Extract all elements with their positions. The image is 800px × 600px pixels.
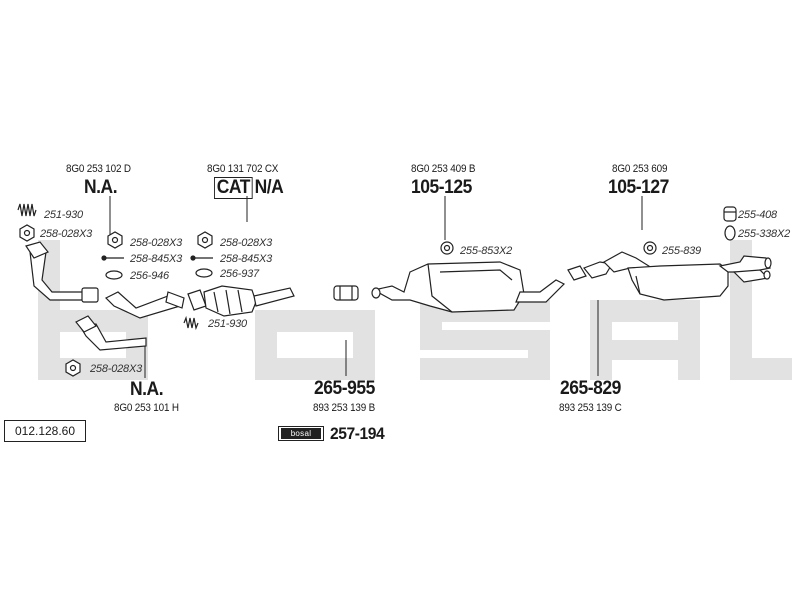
part-label-nut: 258-028X3: [90, 363, 143, 375]
bosal-badge-text: bosal: [281, 428, 321, 439]
mid-pipe-part-code: 265-955: [314, 378, 375, 399]
clamp-icon: [440, 241, 454, 255]
cat-box-label: CAT: [214, 177, 253, 199]
mid-pipe-clamp: [333, 285, 359, 301]
part-label-clamp: 255-853X2: [460, 245, 513, 257]
bolt-icon: [101, 255, 124, 261]
rear-silencer: [567, 251, 772, 301]
rear-silencer-part-code: 105-127: [608, 177, 669, 198]
cat-oem-number: 8G0 131 702 CX: [207, 163, 279, 175]
part-label-spring: 251-930: [208, 318, 247, 330]
rear-silencer-oem-number: 8G0 253 609: [612, 163, 668, 175]
part-label-ring: 255-338X2: [738, 228, 791, 240]
nut-icon: [65, 359, 81, 377]
hardware-icons: [17, 203, 737, 377]
front-left-oem-number: 8G0 253 102 D: [66, 163, 131, 175]
clamp-icon: [643, 241, 657, 255]
part-label-nut: 258-028X3: [40, 228, 93, 240]
part-label-bolt: 258-845X3: [220, 253, 273, 265]
front-right-oem-number: 8G0 253 101 H: [114, 402, 179, 414]
part-label-clamp: 255-839: [662, 245, 701, 257]
catalytic-converter: [187, 285, 295, 317]
part-label-gasket: 256-937: [220, 268, 259, 280]
nut-icon: [107, 231, 123, 249]
nut-icon: [197, 231, 213, 249]
part-label-gasket: 256-946: [130, 270, 169, 282]
front-downpipes: [25, 241, 185, 351]
rear-pipe-part-code: 265-829: [560, 378, 621, 399]
ring-icon: [724, 225, 736, 241]
rubber-mount-icon: [723, 206, 737, 222]
centre-silencer-part-code: 105-125: [411, 177, 472, 198]
centre-silencer-oem-number: 8G0 253 409 B: [411, 163, 476, 175]
diagram-number-box: 012.128.60: [4, 420, 86, 442]
front-right-part-code: N.A.: [130, 379, 164, 400]
cat-availability: N/A: [254, 177, 284, 198]
part-label-nut: 258-028X3: [220, 237, 273, 249]
fitting-kit-part-code: 257-194: [330, 424, 385, 443]
bosal-kit-badge: bosal: [278, 426, 324, 441]
part-label-bolt: 258-845X3: [130, 253, 183, 265]
leader-lines: [109, 196, 643, 378]
spring-icon: [183, 315, 199, 331]
spring-icon: [17, 203, 37, 217]
bolt-icon: [190, 255, 213, 261]
nut-icon: [19, 224, 35, 242]
part-label-rubber-mount: 255-408: [738, 209, 777, 221]
front-left-part-code: N.A.: [84, 177, 118, 198]
gasket-icon: [195, 268, 213, 278]
mid-pipe-oem-number: 893 253 139 B: [313, 402, 376, 414]
part-label-nut: 258-028X3: [130, 237, 183, 249]
gasket-icon: [105, 270, 123, 280]
rear-pipe-oem-number: 893 253 139 C: [559, 402, 622, 414]
part-label-spring: 251-930: [44, 209, 83, 221]
centre-silencer: [371, 261, 566, 313]
